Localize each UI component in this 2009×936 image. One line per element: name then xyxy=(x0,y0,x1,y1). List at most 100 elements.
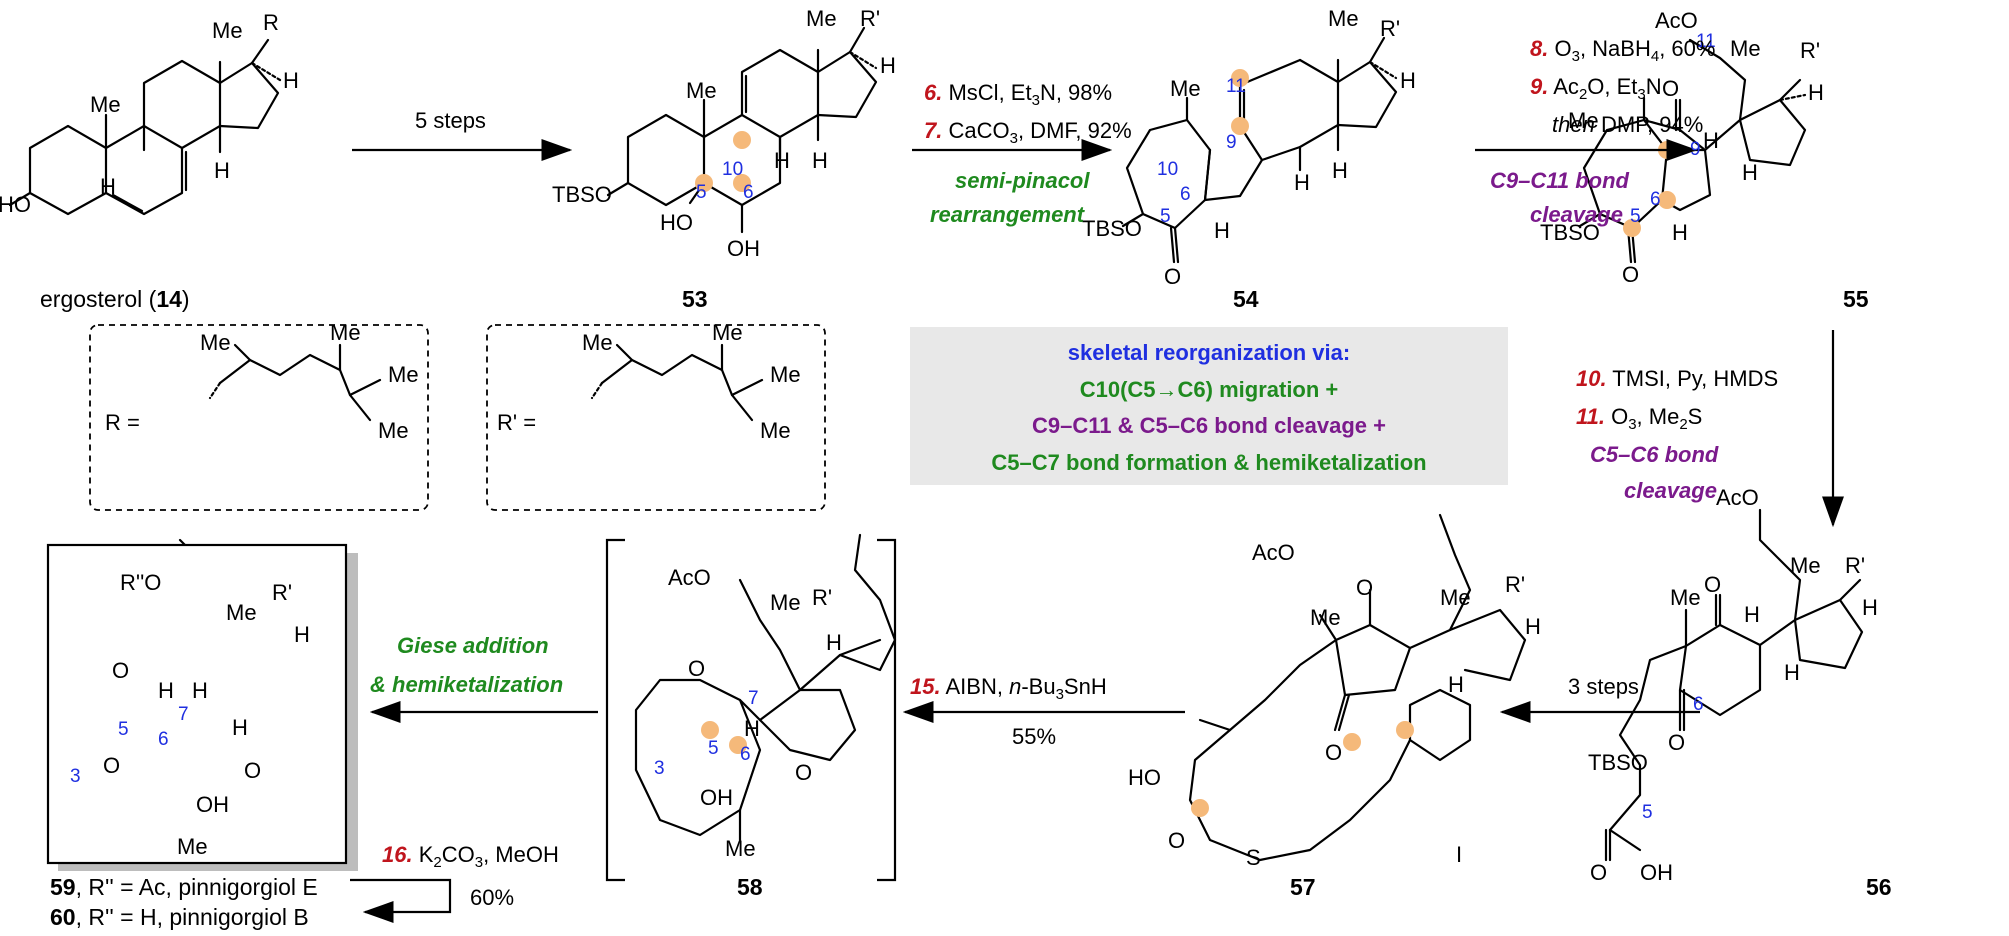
svg-text:H: H xyxy=(826,630,842,655)
svg-text:6: 6 xyxy=(158,729,169,750)
svg-text:Me: Me xyxy=(1310,605,1341,630)
svg-text:11: 11 xyxy=(1226,76,1246,97)
svg-text:8. O3, NaBH4, 60%: 8. O3, NaBH4, 60% xyxy=(1530,36,1715,65)
svg-text:5: 5 xyxy=(118,719,129,740)
reaction-conditions: 5 steps 6. MsCl, Et3N, 98% 7. CaCO3, DMF… xyxy=(370,36,1778,910)
svg-text:R''O: R''O xyxy=(120,570,161,595)
svg-text:5: 5 xyxy=(696,182,707,203)
svg-text:HO: HO xyxy=(0,192,31,217)
svg-text:H: H xyxy=(1744,602,1760,627)
r-group-structure xyxy=(208,343,382,422)
svg-text:5: 5 xyxy=(708,738,719,759)
svg-text:5: 5 xyxy=(1642,802,1653,823)
svg-text:H: H xyxy=(880,53,896,78)
svg-text:H: H xyxy=(1784,660,1800,685)
svg-text:Me: Me xyxy=(1440,585,1471,610)
svg-text:O: O xyxy=(1168,828,1185,853)
svg-text:Me: Me xyxy=(582,330,613,355)
svg-text:Me: Me xyxy=(212,18,243,43)
svg-text:cleavage: cleavage xyxy=(1624,478,1717,503)
svg-text:C5–C7 bond formation & hemiket: C5–C7 bond formation & hemiketalization xyxy=(991,450,1426,475)
svg-text:H: H xyxy=(744,716,760,741)
svg-text:TBSO: TBSO xyxy=(1540,220,1600,245)
svg-text:10: 10 xyxy=(1157,159,1178,180)
svg-text:H: H xyxy=(774,148,790,173)
svg-text:3: 3 xyxy=(70,766,81,787)
svg-text:Me: Me xyxy=(760,418,791,443)
svg-text:R': R' xyxy=(1800,38,1820,63)
svg-text:Me: Me xyxy=(388,362,419,387)
svg-text:H: H xyxy=(283,68,299,93)
svg-text:Me: Me xyxy=(686,78,717,103)
svg-text:AcO: AcO xyxy=(1655,8,1698,33)
svg-text:Me: Me xyxy=(200,330,231,355)
svg-text:H: H xyxy=(1448,672,1464,697)
svg-text:7: 7 xyxy=(178,704,189,725)
summary-box xyxy=(910,327,1508,485)
svg-text:Me: Me xyxy=(712,320,743,345)
svg-text:R': R' xyxy=(272,580,292,605)
svg-text:6: 6 xyxy=(1650,189,1661,210)
svg-text:55: 55 xyxy=(1843,286,1869,312)
svg-text:9: 9 xyxy=(1226,132,1237,153)
svg-text:C5–C6 bond: C5–C6 bond xyxy=(1590,442,1719,467)
svg-text:7. CaCO3, DMF, 92%: 7. CaCO3, DMF, 92% xyxy=(924,118,1132,147)
svg-text:R': R' xyxy=(1505,572,1525,597)
svg-text:9: 9 xyxy=(1690,139,1701,160)
svg-text:Me: Me xyxy=(770,362,801,387)
svg-text:Me: Me xyxy=(1328,6,1359,31)
svg-text:Me: Me xyxy=(806,6,837,31)
svg-text:H: H xyxy=(1862,595,1878,620)
highlight-dots xyxy=(695,69,1676,817)
atom-numbers: 10 5 6 11 9 10 6 5 11 9 6 5 6 5 5 7 6 3 … xyxy=(70,31,1716,823)
svg-text:58: 58 xyxy=(737,874,763,900)
svg-text:TBSO: TBSO xyxy=(1082,216,1142,241)
compound-58-structure xyxy=(634,533,897,842)
svg-text:Me: Me xyxy=(1568,108,1599,133)
svg-text:R: R xyxy=(263,10,279,35)
svg-text:OH: OH xyxy=(700,785,733,810)
svg-text:Me: Me xyxy=(770,590,801,615)
svg-text:11: 11 xyxy=(1696,31,1716,52)
svg-text:& hemiketalization: & hemiketalization xyxy=(370,672,563,697)
r-definition-box xyxy=(89,324,429,511)
compound-57-structure xyxy=(1188,513,1527,862)
svg-text:R': R' xyxy=(1845,553,1865,578)
svg-text:53: 53 xyxy=(682,286,708,312)
svg-text:7: 7 xyxy=(748,688,759,709)
svg-text:R': R' xyxy=(1380,16,1400,41)
svg-text:H: H xyxy=(1214,218,1230,243)
svg-text:HO: HO xyxy=(1128,765,1161,790)
svg-text:6: 6 xyxy=(1180,184,1191,205)
svg-text:H: H xyxy=(1742,160,1758,185)
svg-text:C9–C11 bond: C9–C11 bond xyxy=(1490,168,1630,193)
svg-text:O: O xyxy=(112,658,129,683)
svg-text:H: H xyxy=(232,715,248,740)
svg-text:I: I xyxy=(1456,842,1462,867)
svg-text:16. K2CO3, MeOH: 16. K2CO3, MeOH xyxy=(382,842,559,871)
svg-text:HO: HO xyxy=(660,210,693,235)
svg-text:OH: OH xyxy=(1640,860,1673,885)
svg-text:Giese addition: Giese addition xyxy=(397,633,549,658)
bracket-left xyxy=(605,538,625,882)
svg-text:54: 54 xyxy=(1233,286,1259,312)
svg-text:10: 10 xyxy=(722,159,743,180)
svg-text:5: 5 xyxy=(1160,206,1171,227)
svg-text:H: H xyxy=(100,174,116,199)
svg-text:11. O3, Me2S: 11. O3, Me2S xyxy=(1576,404,1702,433)
svg-text:H: H xyxy=(1400,68,1416,93)
ergosterol-structure xyxy=(8,38,282,216)
summary-text: skeletal reorganization via: C10(C5→C6) … xyxy=(991,340,1426,475)
svg-text:cleavage: cleavage xyxy=(1530,202,1623,227)
svg-text:H: H xyxy=(1808,80,1824,105)
svg-text:5: 5 xyxy=(1630,206,1641,227)
svg-text:O: O xyxy=(1164,264,1181,289)
svg-text:H: H xyxy=(1703,128,1719,153)
compound-54-structure xyxy=(1121,36,1398,264)
svg-text:H: H xyxy=(1332,158,1348,183)
svg-text:6: 6 xyxy=(1693,694,1704,715)
bracket-right xyxy=(877,538,897,882)
svg-text:6: 6 xyxy=(743,182,754,203)
svg-text:AcO: AcO xyxy=(1252,540,1295,565)
